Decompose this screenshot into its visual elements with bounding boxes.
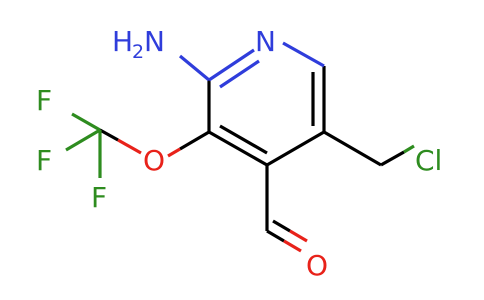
bond-c6-n1 (282, 41, 325, 68)
bond-ch2-cl-green (403, 144, 415, 154)
ring-nitrogen-label: N (255, 25, 276, 58)
bond-o-cf3-black (99, 128, 119, 142)
amino-h-label: H (112, 25, 133, 58)
bond-c5-ch2 (323, 130, 382, 167)
atom-labels: N H 2 N O F F F Cl O (36, 25, 442, 282)
chlorine-label: Cl (415, 144, 442, 177)
bond-cho-o-double (272, 219, 291, 233)
bond-c3-c4-double (219, 124, 268, 155)
bond-c2-nh2 (178, 54, 211, 82)
bond-c3-o (179, 130, 210, 151)
amino-n-label: N (144, 25, 165, 58)
bond-cho-o (266, 229, 285, 243)
bond-n1-c2-double (219, 59, 260, 89)
fluorine-top-label: F (36, 84, 52, 117)
bond-cf3-ftop (71, 112, 101, 132)
ether-oxygen-label: O (143, 144, 165, 177)
bond-c3-c4 (208, 130, 268, 167)
bond-ch2-cl (380, 150, 405, 167)
amino-h-subscript: 2 (132, 41, 144, 63)
bond-n1-c2 (208, 48, 255, 82)
bond-cho-o-double-red (289, 229, 308, 243)
fluorine-mid-label: F (36, 144, 52, 177)
fluorine-bottom-label: F (91, 181, 107, 214)
bond-cho-o-red (283, 239, 302, 253)
substituent-bonds (65, 54, 415, 253)
bond-c4-c5 (266, 130, 325, 167)
aldehyde-oxygen-label: O (306, 249, 328, 282)
bond-c3-o-red (167, 147, 181, 158)
bond-cf3-fmid (65, 128, 101, 152)
bond-o-cf3 (117, 138, 142, 155)
pyridine-ring (207, 41, 326, 167)
